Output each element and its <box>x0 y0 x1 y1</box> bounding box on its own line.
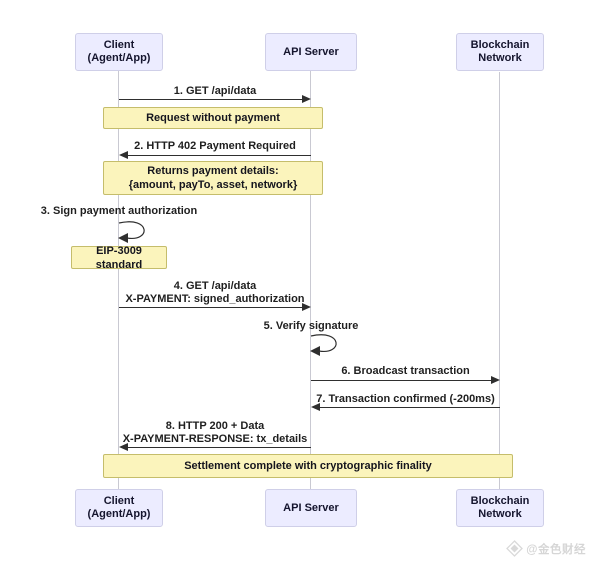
participant-client-label-line1: Client <box>103 495 135 507</box>
note-settlement: Settlement complete with cryptographic f… <box>103 454 513 478</box>
message-3-label: 3. Sign payment authorization <box>40 205 198 217</box>
participant-client-label-line2: (Agent/App) <box>87 508 151 520</box>
self-message-arrow-client <box>118 221 145 243</box>
message-4-line <box>119 307 302 308</box>
note-settlement-text: Settlement complete with cryptographic f… <box>184 460 432 472</box>
lifeline-client <box>118 71 119 490</box>
note-payment-details: Returns payment details: {amount, payTo,… <box>103 161 323 195</box>
message-2-label: 2. HTTP 402 Payment Required <box>134 140 296 152</box>
note-payment-details-line1: Returns payment details: <box>147 165 279 177</box>
participant-blockchain-bottom: Blockchain Network <box>456 489 544 527</box>
message-8-label-line1: 8. HTTP 200 + Data <box>165 420 265 432</box>
message-7-label: 7. Transaction confirmed (-200ms) <box>316 393 495 405</box>
participant-api-server-label: API Server <box>283 501 339 514</box>
message-4-label-line1: 4. GET /api/data <box>173 280 257 292</box>
participant-blockchain-label-line1: Blockchain <box>470 39 530 51</box>
jinse-finance-logo-icon <box>506 540 524 557</box>
participant-client-label-line1: Client <box>103 39 135 51</box>
message-5-label: 5. Verify signature <box>263 320 359 332</box>
message-4-label-line2: X-PAYMENT: signed_authorization <box>125 293 305 305</box>
message-6-label: 6. Broadcast transaction <box>341 365 470 377</box>
message-7-line <box>320 407 500 408</box>
arrowhead-right-icon <box>302 95 311 103</box>
participant-blockchain-label-line2: Network <box>478 508 522 520</box>
lifeline-api-server <box>310 71 311 490</box>
arrowhead-right-icon <box>302 303 311 311</box>
participant-api-server-label: API Server <box>283 45 339 58</box>
note-eip3009-text: EIP-3009 standard <box>95 244 143 271</box>
message-1-label: 1. GET /api/data <box>173 85 257 97</box>
participant-client-top: Client (Agent/App) <box>75 33 163 71</box>
message-8-label-line2: X-PAYMENT-RESPONSE: tx_details <box>122 433 308 445</box>
participant-client-bottom: Client (Agent/App) <box>75 489 163 527</box>
participant-client-label-line2: (Agent/App) <box>87 52 151 64</box>
arrowhead-left-icon <box>311 403 320 411</box>
self-message-arrow-api <box>310 334 337 356</box>
note-payment-details-line2: {amount, payTo, asset, network} <box>128 179 298 191</box>
message-2-line <box>128 155 311 156</box>
participant-blockchain-label-line2: Network <box>478 52 522 64</box>
note-request-without-payment-text: Request without payment <box>146 112 280 124</box>
participant-api-server-bottom: API Server <box>265 489 357 527</box>
watermark: @金色财经 <box>506 540 586 557</box>
watermark-text: @金色财经 <box>526 543 586 556</box>
arrowhead-left-icon <box>119 151 128 159</box>
lifeline-blockchain <box>499 72 500 490</box>
message-1-line <box>119 99 302 100</box>
arrowhead-left-icon <box>310 346 320 356</box>
note-eip3009: EIP-3009 standard <box>71 244 167 271</box>
arrowhead-right-icon <box>491 376 500 384</box>
participant-blockchain-label-line1: Blockchain <box>470 495 530 507</box>
participant-blockchain-top: Blockchain Network <box>456 33 544 71</box>
message-8-line <box>128 447 311 448</box>
note-request-without-payment: Request without payment <box>103 107 323 129</box>
arrowhead-left-icon <box>118 233 128 243</box>
arrowhead-left-icon <box>119 443 128 451</box>
participant-api-server-top: API Server <box>265 33 357 71</box>
message-6-line <box>311 380 491 381</box>
